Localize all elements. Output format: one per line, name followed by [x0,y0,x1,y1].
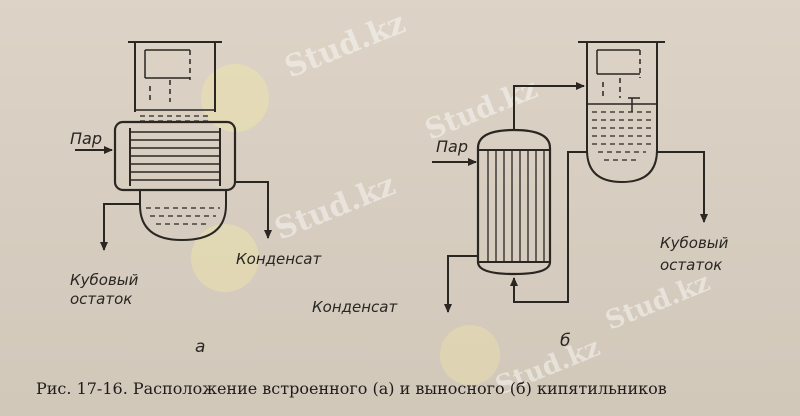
liquid-ripples [140,115,212,122]
watermark-logo [201,64,269,132]
condensate-line-b [444,255,478,313]
bottoms-label-a-line2: остаток [70,290,132,308]
exchanger-a-tubes [130,131,220,181]
column-b-bowl [586,149,658,184]
watermark-group: Stud.kz Stud.kz Stud.kz Stud.kz Stud.kz [191,6,714,401]
liquid-feed-line-b [510,151,587,303]
column-a-walls [134,42,216,112]
condensate-label-b: Конденсат [312,298,398,316]
reboiler-b [432,41,708,313]
watermark-text: Stud.kz [280,6,410,86]
column-b-tray [596,49,640,75]
watermark-logo [440,325,500,385]
steam-label-b: Пар [436,137,468,156]
bottoms-label-b-line2: остаток [660,256,722,274]
exchanger-b-tubes [487,150,545,262]
column-a-tray [144,49,190,79]
bottoms-label-b-line1: Кубовый [660,234,729,252]
level-tube-b [628,97,640,112]
part-label-b: б [560,331,570,351]
exchanger-b-tubesheets [478,149,550,263]
exchanger-a-tubesheets [129,128,221,186]
column-b-walls [586,42,658,150]
condensate-line-a [235,181,272,239]
bottoms-label-a-line1: Кубовый [70,271,139,289]
still-a-liquid [146,207,220,225]
watermark-text: Stud.kz [601,268,714,337]
bottoms-line-b [657,151,708,223]
figure-caption: Рис. 17-16. Расположение встроенного (а)… [36,379,667,398]
condensate-label-a: Конденсат [236,250,322,268]
watermark-text: Stud.kz [420,72,542,147]
column-a-tray [149,50,191,102]
liquid-ripples-b [592,111,652,161]
exchanger-b-shell [476,128,552,276]
bottoms-line-a [100,203,140,251]
still-a-bowl [139,190,227,242]
vapour-line-b [513,82,585,130]
part-label-a: а [195,337,205,357]
watermark-text: Stud.kz [270,168,400,248]
reboiler-a [75,41,272,251]
exchanger-a-shell [113,120,237,192]
steam-label-a: Пар [70,129,102,148]
watermark-logo [191,224,259,292]
column-b-tray [602,50,641,98]
